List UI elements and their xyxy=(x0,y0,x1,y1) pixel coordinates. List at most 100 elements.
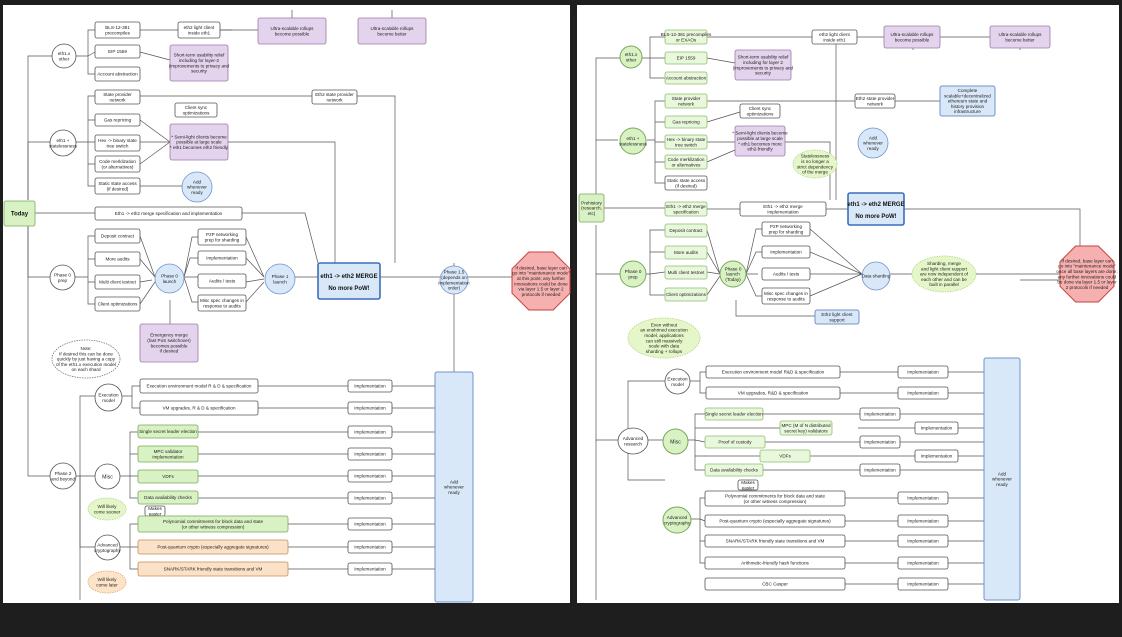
impl-poly-node-label: Implementation xyxy=(354,522,386,527)
advanced-crypto-node-shape xyxy=(662,506,692,534)
static-state-access-node-shape xyxy=(664,175,708,191)
account-abstraction-node-shape xyxy=(664,71,708,85)
implementation-node-label: Implementation xyxy=(770,250,802,255)
impl-vm-node-shape xyxy=(897,386,949,400)
complete-decentralized-node-shape xyxy=(939,85,996,117)
left-impl-data-node: Implementation xyxy=(347,491,393,505)
ultra-rollups-better-node-shape xyxy=(357,17,427,45)
impl-pq-node-label: Implementation xyxy=(354,545,386,550)
ssle-node-label: Single secret leader election xyxy=(705,412,763,417)
right-arithmetic-hash-node: Arithmetic-friendly hash functions xyxy=(704,556,846,570)
impl-snark-node-label: Implementation xyxy=(354,567,386,572)
gas-repricing-node-shape xyxy=(664,115,708,129)
maintenance-mode-node-shape xyxy=(1059,245,1115,303)
post-quantum-node-label: Post-quantum crypto (especially aggregat… xyxy=(157,545,269,550)
eip1559-node-shape xyxy=(94,44,141,59)
impl-poly-node-shape xyxy=(897,491,949,505)
snark-stark-node-shape xyxy=(137,561,289,577)
client-sync-node-shape xyxy=(739,103,781,119)
right-client-optimizations-node: Client optimizations xyxy=(664,287,708,302)
left-audits-tests-node: Audits / tests xyxy=(197,273,247,289)
eth1x-other-node-shape xyxy=(51,43,77,69)
impl-pq-node-label: Implementation xyxy=(907,519,939,524)
left-multi-client-testnet-node: Multi client testnet xyxy=(94,274,141,290)
ssle-node-label: Single secret leader election xyxy=(139,429,197,434)
left-post-quantum-node: Post-quantum crypto (especially aggregat… xyxy=(137,539,289,555)
misc-spec-changes-node-shape xyxy=(761,287,811,305)
emergency-merge-node-label: Emergency merge(fast PoS switchover)beco… xyxy=(147,333,191,354)
right-eip1559-node: EIP 1559 xyxy=(664,51,708,65)
client-sync-node-shape xyxy=(174,102,218,118)
impl-snark-node-shape xyxy=(897,534,949,548)
data-sharding-node-label: Data sharding xyxy=(862,274,891,279)
right-more-audits-node: More audits xyxy=(664,245,708,260)
left-impl-mpc-node: Implementation xyxy=(347,447,393,461)
left-impl-poly-node: Implementation xyxy=(347,517,393,531)
misc-node-shape xyxy=(94,463,121,490)
p2p-networking-node-shape xyxy=(761,221,811,237)
impl-snark-node-shape xyxy=(347,562,393,576)
add-whenever-ready-node-shape xyxy=(857,127,889,159)
impl-data-node-shape xyxy=(859,463,901,477)
eip1559-node-shape xyxy=(664,51,708,65)
eth1x-other-node-shape xyxy=(619,45,643,69)
static-state-access-node-shape xyxy=(94,177,141,195)
client-optimizations-node-label: Client optimizations xyxy=(666,292,707,297)
misc-node-shape xyxy=(662,428,689,455)
account-abstraction-node-label: Account abstraction xyxy=(97,72,138,77)
right-impl-exec-env-node: Implementation xyxy=(897,365,949,379)
makes-easier-label-shape xyxy=(737,479,759,491)
cbc-casper-node-shape xyxy=(704,577,846,591)
impl-vdfs-node-shape xyxy=(347,469,393,483)
exec-env-node-label: Execution environment model R&D & specif… xyxy=(722,370,825,375)
vdfs-node-label: VDFs xyxy=(162,474,174,479)
left-impl-vm-node: Implementation xyxy=(347,401,393,415)
left-snark-stark-node: SNARK/STARK friendly state transitions a… xyxy=(137,561,289,577)
bls-precompiles-node-shape xyxy=(664,29,708,45)
code-merklization-node-shape xyxy=(94,155,141,173)
snark-stark-node-label: SNARK/STARK friendly state transitions a… xyxy=(164,567,263,572)
right-impl-custody-node: Implementation xyxy=(859,435,901,449)
impl-vdfs-node-label: Implementation xyxy=(354,474,386,479)
eth2-state-provider-node-shape xyxy=(311,89,358,105)
left-code-merklization-node: Code merklization(or alternatives) xyxy=(94,155,141,173)
right-audits-tests-node: Audits / tests xyxy=(761,267,811,281)
left-more-audits-node: More audits xyxy=(94,251,141,267)
right-gas-repricing-node: Gas repricing xyxy=(664,115,708,129)
impl-snark-node-label: Implementation xyxy=(907,539,939,544)
vm-upgrades-node-shape xyxy=(139,400,259,416)
impl-exec-env-node-shape xyxy=(347,379,393,393)
gas-repricing-node-shape xyxy=(94,113,141,127)
